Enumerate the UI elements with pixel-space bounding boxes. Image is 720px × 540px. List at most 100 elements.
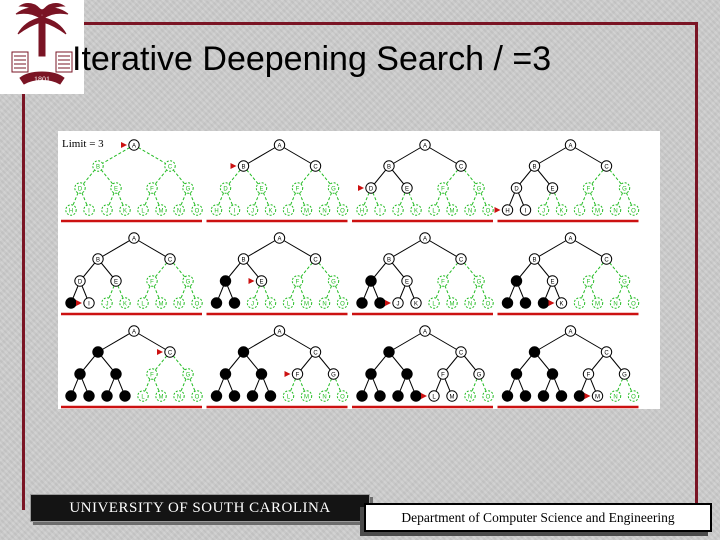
tree-node-label: O xyxy=(340,208,345,214)
tree-node xyxy=(419,139,431,151)
tree-node-label: F xyxy=(150,186,154,192)
tree-node-label: F xyxy=(441,186,445,192)
tree-node-label: C xyxy=(313,257,318,263)
tree-edge xyxy=(442,187,453,211)
tree-node xyxy=(300,204,313,216)
tree-node xyxy=(228,297,241,309)
tree-edge xyxy=(333,373,343,397)
tree-node-label: C xyxy=(313,350,318,356)
tree-node-label: E xyxy=(550,186,554,192)
tree-node xyxy=(600,346,613,358)
tree-node xyxy=(374,390,386,402)
tree-node xyxy=(255,368,268,380)
tree-node xyxy=(537,204,550,216)
tree-node-label: A xyxy=(423,329,427,335)
tree-node-label: G xyxy=(477,279,482,285)
tree-edge xyxy=(361,187,372,211)
tree-node xyxy=(356,390,368,402)
tree-node xyxy=(74,275,86,287)
tree-edge xyxy=(624,373,634,397)
tree-edge xyxy=(424,330,462,353)
tree-node xyxy=(555,204,568,216)
tree-node-label: L xyxy=(432,301,436,307)
tree-node-label: M xyxy=(304,301,309,307)
tree-node xyxy=(573,204,586,216)
tree-node-label: E xyxy=(550,279,554,285)
tree-node xyxy=(546,182,559,194)
tree-node-label: O xyxy=(195,394,200,400)
tree-edge xyxy=(151,280,162,304)
tree-node-label: F xyxy=(587,372,591,378)
tree-node-label: L xyxy=(432,394,436,400)
tree-node-label: B xyxy=(387,257,391,263)
tree-edge xyxy=(324,280,334,304)
tree-node xyxy=(428,204,440,216)
current-node-arrow-icon xyxy=(121,142,127,148)
tree-node-label: O xyxy=(486,301,491,307)
tree-node-label: M xyxy=(595,301,600,307)
tree-edge xyxy=(469,373,480,397)
tree-node-label: D xyxy=(223,186,228,192)
tree-node xyxy=(618,275,631,287)
tree-node-label: O xyxy=(486,208,491,214)
tree-node xyxy=(182,368,194,380)
tree-node-label: L xyxy=(287,208,291,214)
tree-edge xyxy=(252,280,262,304)
tree-node-label: G xyxy=(622,279,627,285)
tree-edge xyxy=(433,187,444,211)
tree-edge xyxy=(624,187,634,211)
tree-node-label: G xyxy=(186,186,191,192)
tree-node-label: A xyxy=(277,329,281,335)
tree-node xyxy=(291,368,304,380)
tree-node xyxy=(609,297,622,309)
tree-node xyxy=(210,390,223,402)
tree-edge xyxy=(142,280,153,304)
tree-node xyxy=(291,275,304,287)
tree-edge xyxy=(243,237,280,260)
tree-node-label: A xyxy=(423,143,427,149)
tree-node-label: K xyxy=(414,301,418,307)
tree-edge xyxy=(324,187,334,211)
tree-node xyxy=(555,390,568,402)
tree-node xyxy=(92,253,104,265)
tree-node-label: A xyxy=(568,143,572,149)
tree-node xyxy=(137,297,149,309)
tree-node xyxy=(83,390,95,402)
tree-edge xyxy=(106,280,117,304)
tree-node-label: F xyxy=(296,186,300,192)
tree-node-label: L xyxy=(141,208,145,214)
tree-node xyxy=(92,160,104,172)
tree-node-label: A xyxy=(277,143,281,149)
tree-node xyxy=(219,275,232,287)
tree-node-label: M xyxy=(304,394,309,400)
tree-edge xyxy=(478,280,489,304)
tree-edge xyxy=(615,373,625,397)
tree-node xyxy=(419,325,431,337)
tree-edge xyxy=(333,187,343,211)
tree-edge xyxy=(406,187,417,211)
tree-edge xyxy=(297,187,307,211)
tree-edge xyxy=(279,144,316,167)
tree-edge xyxy=(534,330,571,353)
tree-node xyxy=(318,204,331,216)
tree-node-label: G xyxy=(186,372,191,378)
frame-line-top xyxy=(22,22,698,25)
tree-node xyxy=(365,275,377,287)
tree-node xyxy=(356,204,368,216)
tree-node xyxy=(609,204,622,216)
tree-node xyxy=(501,204,514,216)
tree-node xyxy=(600,160,613,172)
tree-edge xyxy=(579,187,589,211)
tree-node xyxy=(273,325,286,337)
tree-edge xyxy=(324,373,334,397)
tree-node xyxy=(519,204,532,216)
tree-node-label: B xyxy=(96,257,100,263)
tree-node xyxy=(591,204,604,216)
tree-node xyxy=(101,390,113,402)
tree-edge xyxy=(151,187,162,211)
tree-node-label: D xyxy=(514,186,519,192)
